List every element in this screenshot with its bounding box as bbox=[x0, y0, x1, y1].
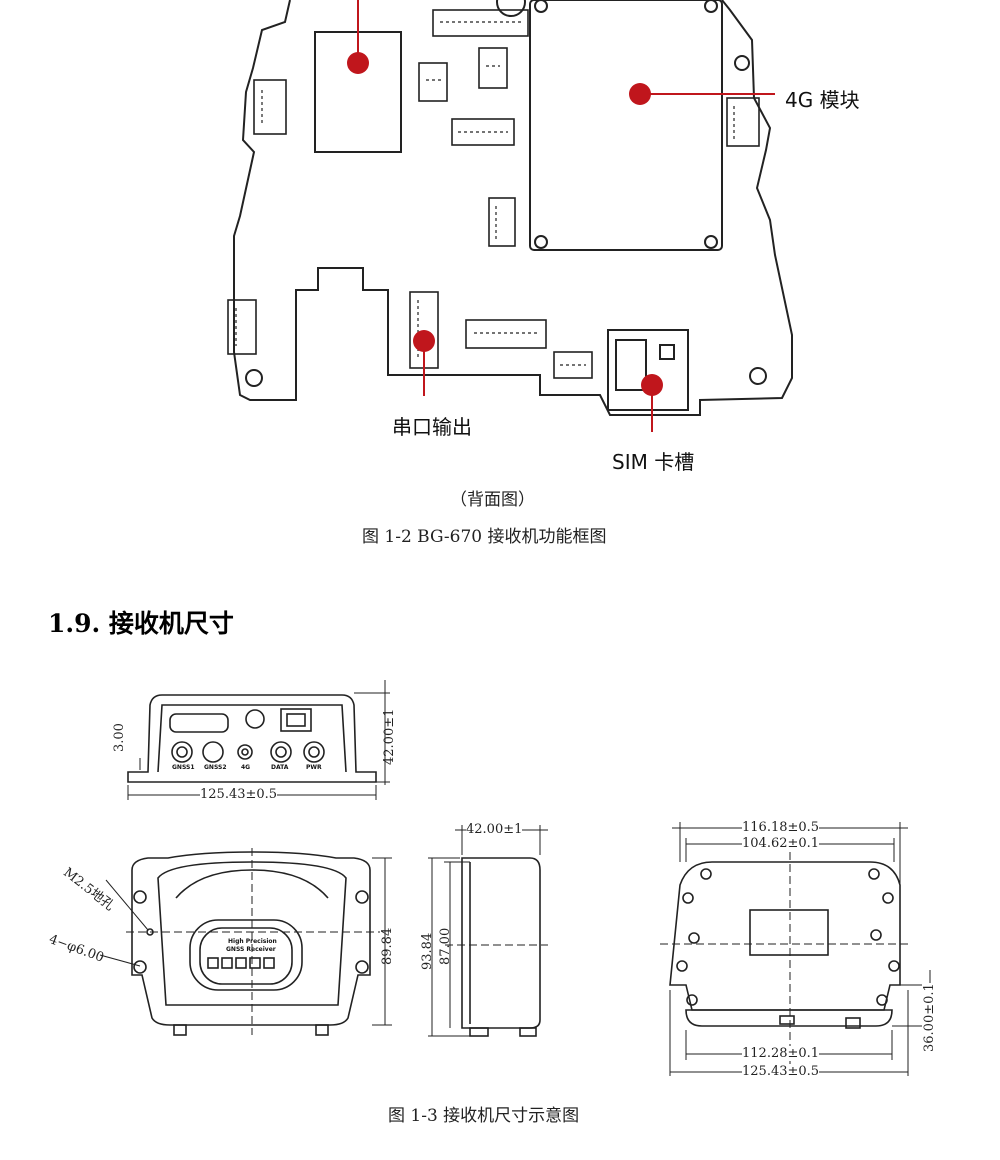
callout-serial-out: 串口输出 bbox=[392, 415, 472, 439]
connector bbox=[418, 62, 448, 102]
side-view bbox=[461, 857, 541, 1037]
front-view bbox=[131, 851, 371, 1036]
section-heading: 1.9. 接收机尺寸 bbox=[48, 609, 234, 638]
side-view-height-outer: 93.84 bbox=[420, 932, 435, 970]
connector bbox=[253, 79, 287, 135]
top-view-width: 125.43±0.5 bbox=[200, 787, 278, 802]
back-view-width-bottom-outer: 125.43±0.5 bbox=[742, 1064, 820, 1079]
front-view-height: 89.84 bbox=[380, 927, 395, 965]
figure-1-2-caption: 图 1-2 BG-670 接收机功能框图 bbox=[362, 527, 607, 547]
view-label: （背面图） bbox=[450, 490, 535, 510]
connector bbox=[488, 197, 516, 247]
connector bbox=[465, 319, 547, 349]
chip-marker bbox=[347, 52, 369, 74]
badge-line-1: High Precision bbox=[228, 938, 277, 945]
back-view-width-inner: 104.62±0.1 bbox=[742, 836, 820, 851]
port-pwr: PWR bbox=[306, 764, 322, 771]
port-data: DATA bbox=[271, 764, 289, 771]
serial-out-marker bbox=[413, 330, 435, 352]
connector bbox=[478, 47, 508, 89]
port-gnss2: GNSS2 bbox=[204, 764, 227, 771]
sim-slot-outline bbox=[607, 329, 689, 411]
connector bbox=[432, 9, 529, 37]
figure-1-3-caption: 图 1-3 接收机尺寸示意图 bbox=[388, 1106, 580, 1126]
port-gnss1: GNSS1 bbox=[172, 764, 195, 771]
callout-sim-slot: SIM 卡槽 bbox=[612, 450, 695, 474]
pcb-outline bbox=[233, 0, 793, 416]
pcb-back-view-diagram bbox=[227, 0, 793, 432]
callout-4g-module: 4G 模块 bbox=[785, 88, 860, 112]
4g-module-marker bbox=[629, 83, 651, 105]
back-view-width-bottom-inner: 112.28±0.1 bbox=[742, 1046, 820, 1061]
top-view-offset: 3.00 bbox=[112, 723, 127, 752]
connector bbox=[553, 351, 593, 379]
connector bbox=[726, 97, 760, 147]
4g-module bbox=[529, 0, 723, 251]
side-view-depth: 42.00±1 bbox=[466, 822, 523, 837]
connector bbox=[451, 118, 515, 146]
connector bbox=[227, 299, 257, 355]
back-view bbox=[669, 861, 901, 1029]
top-view-height: 42.00±1 bbox=[382, 708, 397, 765]
back-view-height: 36.00±0.1 bbox=[922, 983, 937, 1052]
side-view-height-inner: 87.00 bbox=[438, 927, 453, 965]
sim-slot-marker bbox=[641, 374, 663, 396]
badge-line-2: GNSS Receiver bbox=[226, 946, 276, 953]
back-view-width-outer: 116.18±0.5 bbox=[742, 820, 820, 835]
connector-view bbox=[127, 694, 377, 783]
port-4g: 4G bbox=[241, 764, 251, 771]
callout-markers bbox=[347, 0, 775, 432]
